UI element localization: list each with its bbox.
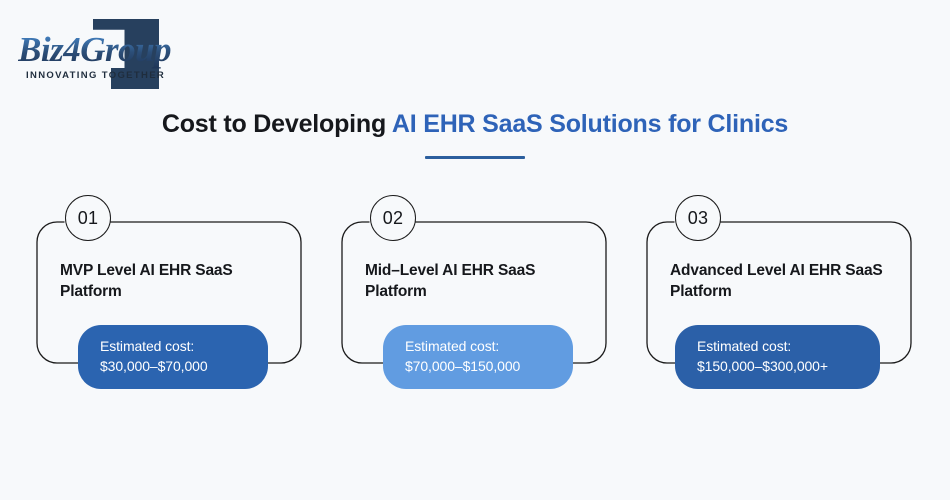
card-number-label: 02 (382, 207, 404, 228)
card-cost-value: $70,000–$150,000 (405, 358, 521, 374)
card-cost-pill: Estimated cost: $30,000–$70,000 (78, 325, 268, 389)
card-cost-value: $150,000–$300,000+ (697, 358, 828, 374)
card-cost-label: Estimated cost: (405, 338, 500, 354)
card-cost-label: Estimated cost: (100, 338, 195, 354)
logo-wordmark: Biz4Group (18, 30, 172, 69)
card-title: Advanced Level AI EHR SaaS Platform (670, 262, 883, 300)
brand-logo: Biz4Group INNOVATING TOGETHER (18, 16, 248, 92)
cost-tier-list: 01 MVP Level AI EHR SaaS Platform Estima… (0, 195, 950, 405)
page-title-prefix: Cost to Developing (161, 110, 392, 138)
page-title: Cost to Developing AI EHR SaaS Solutions… (0, 110, 950, 139)
cost-tier-card: 02 Mid–Level AI EHR SaaS Platform Estima… (340, 195, 610, 395)
logo-tagline: INNOVATING TOGETHER (26, 70, 166, 81)
card-cost-pill: Estimated cost: $70,000–$150,000 (383, 325, 573, 389)
card-number-badge: 02 (370, 195, 416, 241)
title-underline-rule (425, 156, 525, 159)
card-number-label: 03 (687, 207, 709, 228)
logo-mark-notch-icon (93, 29, 125, 68)
card-cost-label: Estimated cost: (697, 338, 792, 354)
card-title: Mid–Level AI EHR SaaS Platform (365, 262, 536, 300)
card-title: MVP Level AI EHR SaaS Platform (60, 262, 233, 300)
card-number-badge: 01 (65, 195, 111, 241)
cost-tier-card: 01 MVP Level AI EHR SaaS Platform Estima… (35, 195, 305, 395)
card-number-label: 01 (77, 207, 99, 228)
logo-mark-notch-lower-icon (93, 68, 111, 89)
card-cost-pill: Estimated cost: $150,000–$300,000+ (675, 325, 880, 389)
page-title-accent: AI EHR SaaS Solutions for Clinics (391, 110, 789, 138)
card-number-badge: 03 (675, 195, 721, 241)
cost-tier-card: 03 Advanced Level AI EHR SaaS Platform E… (645, 195, 915, 395)
card-cost-value: $30,000–$70,000 (100, 358, 208, 374)
